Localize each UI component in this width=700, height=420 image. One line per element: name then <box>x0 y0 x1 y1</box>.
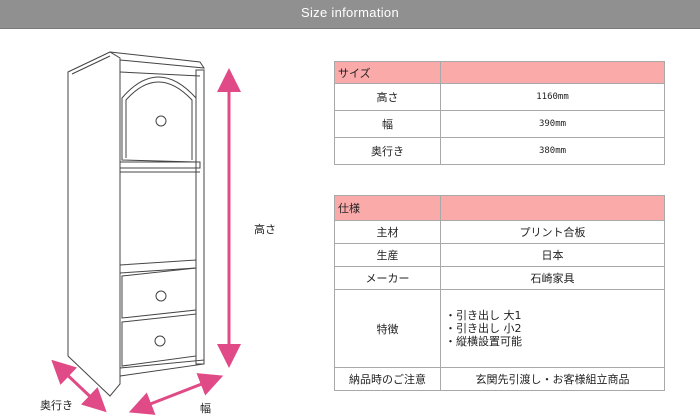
row-value: 石崎家具 <box>440 266 665 290</box>
cabinet-top <box>109 51 205 69</box>
delivery-label: 納品時のご注意 <box>334 367 441 391</box>
list-item: ・引き出し 小2 <box>445 322 522 335</box>
spec-table-title: 仕様 <box>334 195 441 221</box>
depth-arrow <box>51 359 107 413</box>
table-row: 納品時のご注意 玄関先引渡し・お客様組立商品 <box>334 367 665 391</box>
features-cell: ・引き出し 大1 ・引き出し 小2 ・縦横設置可能 <box>440 289 665 368</box>
size-table-title: サイズ <box>334 61 441 84</box>
row-label: 幅 <box>334 110 441 138</box>
table-row: 特徴 ・引き出し 大1 ・引き出し 小2 ・縦横設置可能 <box>334 289 665 368</box>
row-value: 1160mm <box>440 83 665 111</box>
width-arrow <box>128 373 224 415</box>
table-row: 生産 日本 <box>334 243 665 267</box>
row-label: 生産 <box>334 243 441 267</box>
table-row: 主材 プリント合板 <box>334 220 665 244</box>
cabinet-side-panel <box>67 51 121 397</box>
row-value: 日本 <box>440 243 665 267</box>
list-item: ・引き出し 大1 <box>445 309 522 322</box>
row-value: 390mm <box>440 110 665 138</box>
table-row: 奥行き 380mm <box>334 137 665 165</box>
drawer-knob <box>155 290 167 302</box>
size-table: サイズ 高さ 1160mm 幅 390mm 奥行き 380mm <box>334 61 665 165</box>
spec-table-header: 仕様 <box>334 195 665 221</box>
row-value: プリント合板 <box>440 220 665 244</box>
width-label: 幅 <box>200 402 211 415</box>
upper-door <box>121 76 197 163</box>
door-knob <box>155 115 167 127</box>
page-title: Size information <box>300 5 399 20</box>
row-value: 380mm <box>440 137 665 165</box>
row-label: 奥行き <box>334 137 441 165</box>
row-label: メーカー <box>334 266 441 290</box>
size-table-header: サイズ <box>334 61 665 84</box>
height-label: 高さ <box>254 223 276 236</box>
cabinet-right-post <box>195 69 205 365</box>
list-item: ・縦横設置可能 <box>445 335 522 348</box>
spec-table: 仕様 主材 プリント合板 生産 日本 メーカー 石崎家具 特徴 ・引き出し 大1… <box>334 195 665 391</box>
row-label: 主材 <box>334 220 441 244</box>
delivery-value: 玄関先引渡し・お客様組立商品 <box>440 367 665 391</box>
furniture-drawing <box>51 51 241 415</box>
features-list: ・引き出し 大1 ・引き出し 小2 ・縦横設置可能 <box>445 309 522 348</box>
drawer-knob <box>154 335 166 347</box>
depth-label: 奥行き <box>40 399 73 412</box>
row-label: 高さ <box>334 83 441 111</box>
table-row: 幅 390mm <box>334 110 665 138</box>
drawer-small-1 <box>121 267 197 319</box>
features-label: 特徴 <box>334 289 441 368</box>
page-header: Size information <box>0 0 700 29</box>
drawer-small-2 <box>121 313 197 367</box>
table-row: 高さ 1160mm <box>334 83 665 111</box>
table-row: メーカー 石崎家具 <box>334 266 665 290</box>
